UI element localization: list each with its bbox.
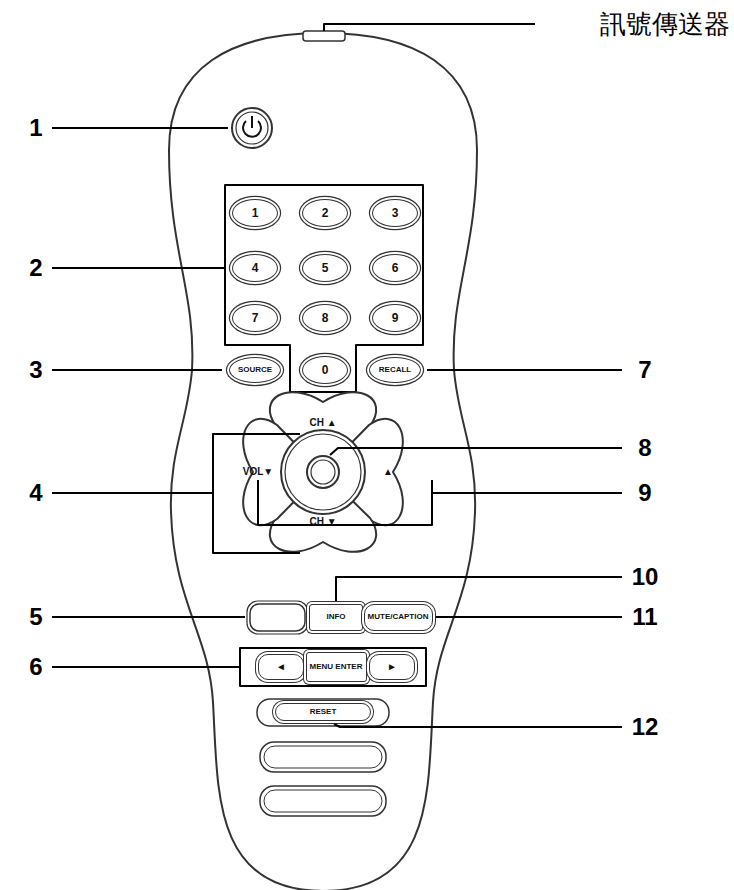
number-button: 9 <box>372 304 418 332</box>
button-text: VOL▼ <box>243 467 273 478</box>
button-text: ▲ <box>383 467 393 478</box>
blank-button <box>260 742 386 772</box>
leader-line <box>334 724 622 727</box>
button-text: SOURCE <box>238 366 272 374</box>
part-label: 訊號傳送器 <box>600 7 730 42</box>
number-button: 8 <box>302 304 348 332</box>
center-button <box>307 456 339 488</box>
button-text: 6 <box>392 262 399 275</box>
reset-button: RESET <box>275 703 371 721</box>
leader-line <box>436 616 622 618</box>
group-bracket <box>240 648 426 686</box>
number-button: 3 <box>372 199 418 227</box>
callout-number: 1 <box>29 114 42 142</box>
info-button: INFO <box>309 604 363 631</box>
callout-number: 8 <box>638 434 651 462</box>
callout-number: 3 <box>29 356 42 384</box>
callout-number: 5 <box>29 603 42 631</box>
power-button <box>232 108 272 148</box>
button-text: 4 <box>252 262 259 275</box>
leader-line <box>52 369 222 371</box>
leader-line <box>330 448 622 455</box>
number-button: 1 <box>232 199 278 227</box>
remote-housing <box>176 40 470 884</box>
left-button: ◄ <box>258 654 304 680</box>
group-bracket <box>213 434 300 553</box>
leader-line <box>432 492 622 494</box>
callout-number: 12 <box>632 713 659 741</box>
callout-number: 6 <box>29 653 42 681</box>
number-button: 5 <box>302 254 348 282</box>
callout-number: 7 <box>638 356 651 384</box>
mute-caption-button: MUTE/CAPTION <box>364 604 433 631</box>
blank-button <box>260 786 386 816</box>
source-button: SOURCE <box>229 357 281 383</box>
button-text: ◄ <box>276 662 286 673</box>
button-text: MENU ENTER <box>310 663 363 671</box>
leader-line <box>427 369 622 371</box>
leader-line <box>324 24 535 31</box>
channel-down-button: CH ▼ <box>305 514 341 530</box>
number-button: 4 <box>232 254 278 282</box>
callout-number: 10 <box>632 563 659 591</box>
leader-line <box>336 577 622 602</box>
channel-up-button: CH ▲ <box>305 415 341 431</box>
leader-line <box>52 267 225 269</box>
button-text: 7 <box>252 312 259 325</box>
button-text: CH ▼ <box>309 517 336 528</box>
blank-button <box>250 604 305 631</box>
callout-number: 9 <box>638 479 651 507</box>
number-button: 2 <box>302 199 348 227</box>
menu-enter-button: MENU ENTER <box>306 652 367 682</box>
button-text: INFO <box>326 613 345 621</box>
number-button: 7 <box>232 304 278 332</box>
number-button: 0 <box>302 356 348 384</box>
button-text: CH ▲ <box>309 418 336 429</box>
callout-number: 11 <box>632 603 657 631</box>
recall-button: RECALL <box>369 357 421 383</box>
group-bracket <box>258 480 432 525</box>
leader-line <box>52 127 228 129</box>
button-text: ► <box>387 662 397 673</box>
right-button: ► <box>369 654 415 680</box>
direction-pad <box>243 392 403 552</box>
button-text: 2 <box>322 207 329 220</box>
button-text: 3 <box>392 207 399 220</box>
leader-line <box>52 492 213 494</box>
callout-number: 2 <box>29 254 42 282</box>
leader-line <box>52 666 240 668</box>
button-text: 9 <box>392 312 399 325</box>
button-text: RESET <box>310 708 337 716</box>
button-text: 8 <box>322 312 329 325</box>
button-text: 1 <box>252 207 259 220</box>
button-text: 0 <box>322 364 329 377</box>
volume-up-button: ▲ <box>378 464 398 480</box>
button-text: MUTE/CAPTION <box>368 613 429 621</box>
signal-window <box>303 31 345 41</box>
callout-number: 4 <box>29 479 42 507</box>
button-text: 5 <box>322 262 329 275</box>
number-button: 6 <box>372 254 418 282</box>
group-bracket <box>225 185 423 392</box>
button-surround <box>257 699 389 726</box>
leader-line <box>52 616 245 618</box>
volume-down-button: VOL▼ <box>239 464 278 480</box>
button-text: RECALL <box>379 366 411 374</box>
